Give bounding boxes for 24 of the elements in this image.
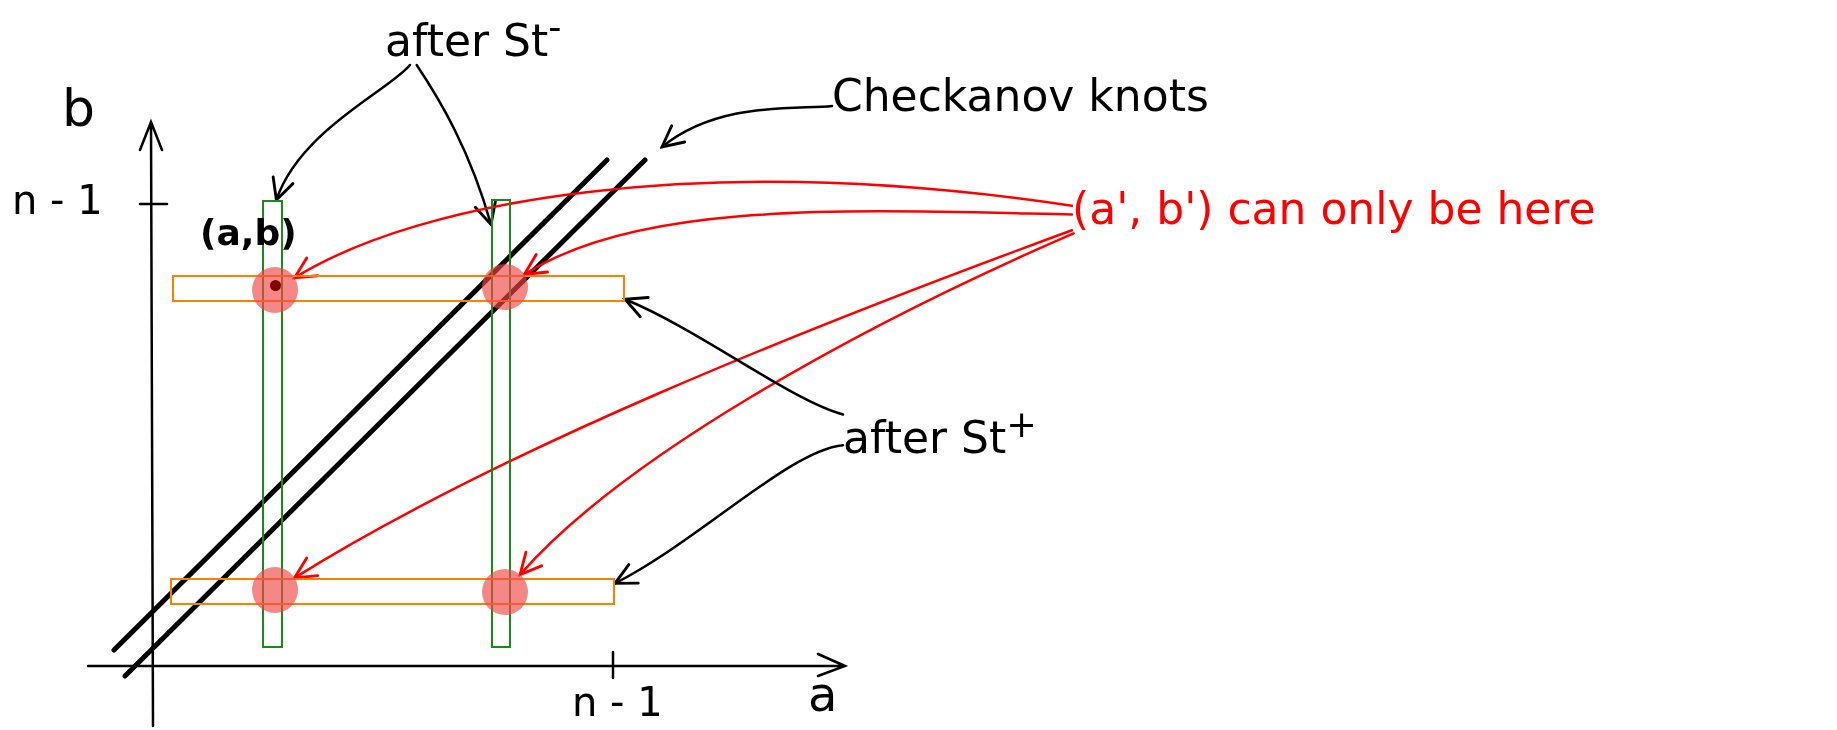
highlight-dot xyxy=(482,569,528,615)
arrow xyxy=(660,104,834,149)
arrow xyxy=(623,296,845,416)
highlight-dot xyxy=(482,264,528,310)
axis-label: a xyxy=(808,668,838,721)
arrow xyxy=(273,63,412,202)
strip-rectangle xyxy=(172,275,625,302)
curved-arrow xyxy=(518,232,1075,577)
curved-arrow xyxy=(293,181,1074,280)
axis-label: b xyxy=(62,80,95,138)
handwritten-annotation: after St$^{-}$ xyxy=(385,8,562,66)
tick-label: n - 1 xyxy=(572,680,663,724)
strip-rectangle xyxy=(170,578,615,605)
arrow xyxy=(613,443,845,585)
handwritten-annotation: (a', b') can only be here xyxy=(1072,185,1596,234)
handwritten-annotation: after St$^{+}$ xyxy=(843,405,1037,463)
curved-arrow xyxy=(522,210,1074,276)
highlight-dot xyxy=(252,267,298,313)
arrow xyxy=(415,63,497,226)
strip-rectangle xyxy=(491,199,511,648)
handwritten-annotation: Checkanov knots xyxy=(832,72,1209,121)
curved-arrow xyxy=(293,229,1074,580)
highlight-dot xyxy=(252,567,298,613)
tick-label: n - 1 xyxy=(12,178,103,222)
